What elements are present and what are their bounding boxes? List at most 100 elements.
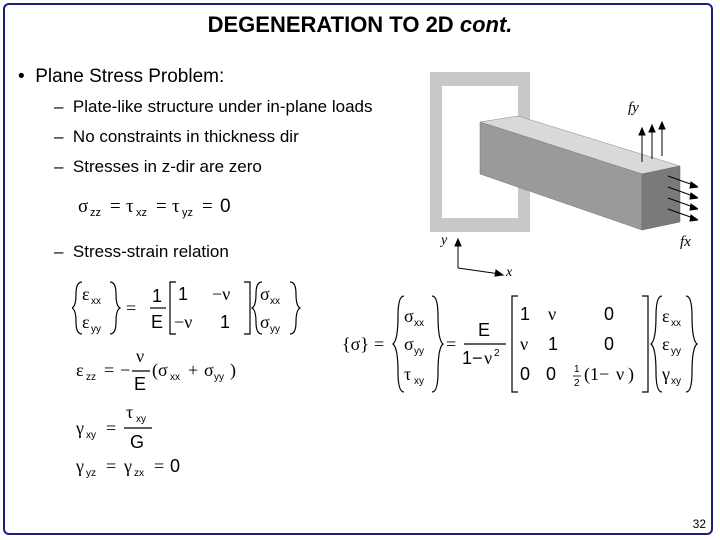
sub-item-1: – Plate-like structure under in-plane lo… — [54, 97, 372, 117]
svg-text:=: = — [110, 196, 121, 217]
svg-text:ε: ε — [76, 360, 84, 380]
svg-text:σ: σ — [404, 334, 414, 354]
sub-item-4: – Stress-strain relation — [54, 242, 229, 262]
svg-text:=: = — [374, 334, 384, 354]
svg-text:1: 1 — [574, 364, 580, 375]
svg-text:=: = — [156, 196, 167, 217]
fy-arrows — [638, 120, 666, 162]
svg-text:xy: xy — [671, 376, 681, 387]
svg-text:σ: σ — [78, 196, 88, 217]
slide-frame — [3, 3, 713, 535]
svg-text:xx: xx — [270, 296, 280, 307]
fx-arrows — [667, 175, 698, 222]
svg-text:ν: ν — [136, 346, 144, 366]
svg-text:E: E — [478, 320, 490, 340]
slide-title: DEGENERATION TO 2D cont. — [0, 12, 720, 38]
svg-text:τ: τ — [404, 364, 411, 384]
svg-text:=: = — [154, 456, 164, 476]
svg-text:): ) — [230, 360, 236, 381]
title-main: DEGENERATION TO 2D — [207, 12, 454, 37]
svg-text:+: + — [188, 360, 198, 380]
svg-text:σ: σ — [404, 306, 414, 326]
svg-text:τ: τ — [172, 196, 180, 217]
svg-text:zx: zx — [134, 468, 144, 479]
svg-text:1−: 1− — [462, 348, 483, 368]
svg-text:yy: yy — [270, 324, 280, 335]
label-fy: fy — [628, 100, 639, 116]
svg-text:σ: σ — [260, 312, 270, 332]
svg-text:{σ}: {σ} — [342, 334, 369, 354]
sub-item-3: – Stresses in z-dir are zero — [54, 157, 262, 177]
dash-mark: – — [54, 97, 64, 116]
svg-text:0: 0 — [604, 304, 614, 324]
svg-text:(σ: (σ — [152, 360, 168, 381]
svg-text:yz: yz — [86, 468, 96, 479]
svg-text:ν: ν — [520, 334, 528, 354]
dash-mark: – — [54, 157, 64, 176]
svg-text:0: 0 — [546, 364, 556, 384]
dash-mark: – — [54, 242, 64, 261]
beam-end-face — [641, 165, 681, 231]
axis-x-label: x — [505, 265, 513, 280]
svg-text:(1−: (1− — [584, 364, 609, 385]
label-fx: fx — [680, 234, 691, 250]
svg-text:1: 1 — [220, 312, 230, 332]
axis-y-label: y — [439, 233, 448, 248]
svg-text:zz: zz — [90, 207, 101, 219]
svg-text:xx: xx — [414, 318, 424, 329]
svg-text:=: = — [106, 418, 116, 438]
svg-text:σ: σ — [260, 284, 270, 304]
page-number: 32 — [692, 517, 706, 531]
sub-text: Plate-like structure under in-plane load… — [72, 97, 373, 116]
bullet-plane-stress: • Plane Stress Problem: — [18, 66, 224, 88]
svg-text:0: 0 — [220, 196, 231, 217]
svg-text:xx: xx — [91, 296, 101, 307]
axes — [454, 237, 505, 277]
svg-text:ν: ν — [548, 304, 556, 324]
svg-text:2: 2 — [494, 348, 500, 359]
svg-text:zz: zz — [86, 372, 96, 383]
svg-text:σ: σ — [204, 360, 214, 380]
svg-text:−ν: −ν — [212, 284, 230, 304]
svg-text:=: = — [202, 196, 213, 217]
svg-text:xy: xy — [86, 430, 96, 441]
plate-beam-figure: fy fx y x — [430, 72, 698, 280]
svg-text:2: 2 — [574, 378, 580, 389]
svg-text:τ: τ — [126, 196, 134, 217]
svg-text:xy: xy — [136, 414, 146, 425]
svg-text:ε: ε — [82, 284, 90, 304]
svg-text:−ν: −ν — [174, 312, 192, 332]
svg-text:0: 0 — [604, 334, 614, 354]
svg-text:1: 1 — [548, 334, 558, 354]
svg-text:ε: ε — [662, 334, 670, 354]
sub-text: Stresses in z-dir are zero — [72, 157, 262, 176]
svg-text:yy: yy — [414, 346, 424, 357]
dash-mark: – — [54, 127, 64, 146]
svg-text:γ: γ — [661, 364, 670, 384]
svg-text:ν: ν — [484, 348, 492, 368]
svg-text:xx: xx — [170, 372, 180, 383]
svg-text:xz: xz — [136, 207, 147, 219]
svg-text:xx: xx — [671, 318, 681, 329]
svg-text:ν: ν — [616, 364, 624, 384]
svg-text:yz: yz — [182, 207, 193, 219]
svg-text:1: 1 — [152, 286, 162, 306]
bullet-mark: • — [18, 66, 25, 87]
svg-text:G: G — [130, 432, 144, 452]
svg-text:=: = — [104, 360, 114, 380]
svg-text:1: 1 — [520, 304, 530, 324]
svg-text:E: E — [151, 312, 163, 332]
svg-text:): ) — [628, 364, 634, 385]
svg-text:τ: τ — [126, 402, 133, 422]
svg-text:E: E — [134, 374, 146, 394]
bullet-text: Plane Stress Problem: — [35, 66, 225, 87]
svg-text:xy: xy — [414, 376, 424, 387]
svg-text:=: = — [106, 456, 116, 476]
svg-text:0: 0 — [170, 456, 180, 476]
